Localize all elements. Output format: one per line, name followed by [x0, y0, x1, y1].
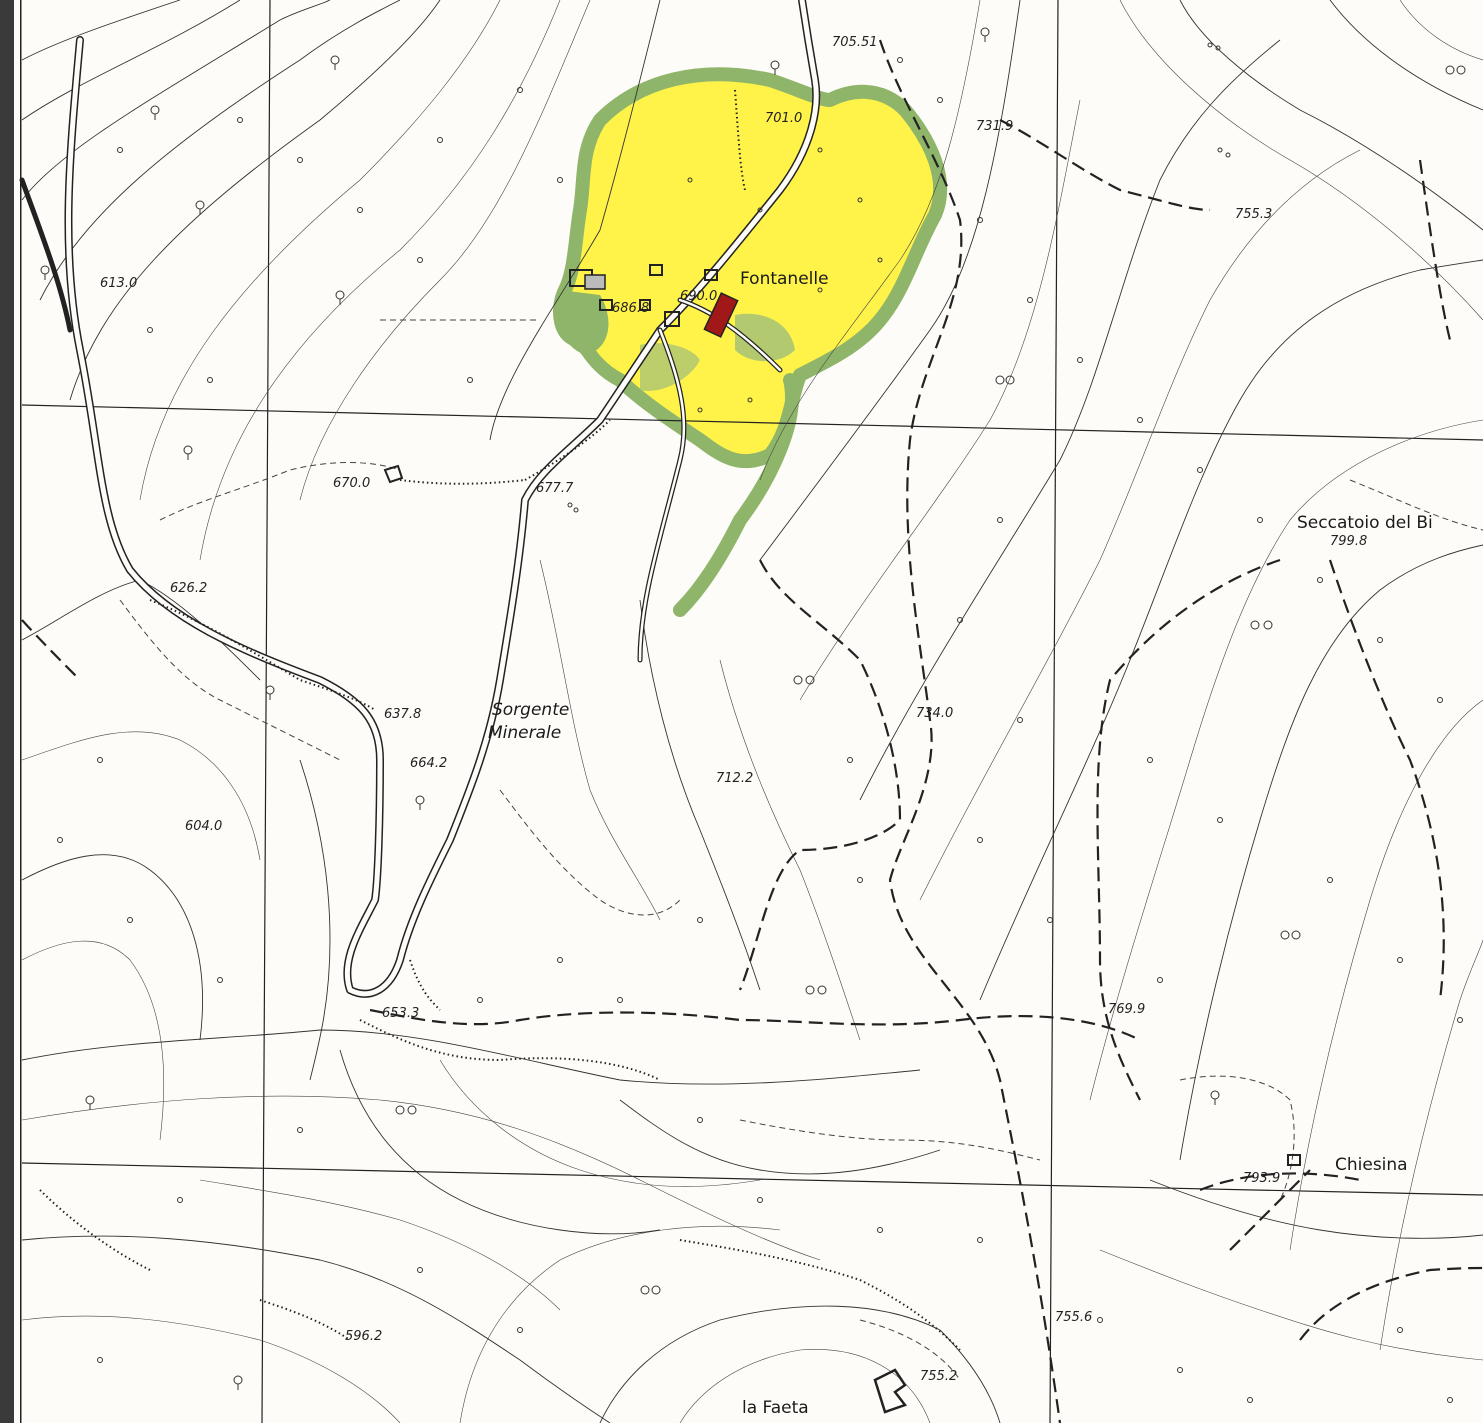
elevation-604: 604.0: [185, 819, 222, 834]
elevation-705: 705.51: [832, 35, 878, 50]
elevation-labels: 705.51 701.0 731.9 755.3 613.0 686.8 690…: [100, 35, 1367, 1384]
place-labels: Fontanelle Sorgente Minerale Seccatoio d…: [488, 269, 1433, 1418]
tree-icon: [1445, 65, 1466, 75]
elevation-670: 670.0: [333, 476, 370, 491]
main-road: [19, 0, 821, 998]
tree-icon: [415, 795, 425, 810]
tree-icon: [770, 60, 780, 75]
elevation-793: 793.9: [1243, 1171, 1280, 1186]
elevation-664: 664.2: [410, 756, 447, 771]
elevation-769: 769.9: [1108, 1002, 1145, 1017]
place-chiesina: Chiesina: [1335, 1155, 1408, 1175]
tree-icon: [335, 290, 345, 305]
tree-icon: [1210, 1090, 1220, 1105]
tree-icon: [330, 55, 340, 70]
place-fontanelle: Fontanelle: [740, 269, 829, 289]
tree-icon: [805, 985, 827, 995]
buildings: [383, 264, 1301, 1414]
map-frame-inner: [20, 0, 22, 1423]
elevation-799: 799.8: [1330, 534, 1367, 549]
elevation-686: 686.8: [612, 301, 649, 316]
tree-icon: [793, 675, 815, 685]
elevation-712: 712.2: [716, 771, 753, 786]
elevation-596: 596.2: [345, 1329, 382, 1344]
tree-icon: [40, 265, 50, 280]
tree-icon: [85, 1095, 95, 1110]
place-seccatoio: Seccatoio del Bi: [1297, 513, 1433, 533]
tree-icon: [980, 27, 990, 42]
elevation-653: 653.3: [382, 1006, 419, 1021]
place-sorgente: Sorgente: [492, 700, 569, 720]
tree-icon: [1250, 620, 1273, 630]
dotted-tracks: [39, 89, 961, 1351]
tree-icon: [233, 1375, 243, 1390]
map-grid: [21, 0, 1483, 1423]
tree-icon: [395, 1105, 417, 1115]
tree-icon: [640, 1285, 661, 1295]
elevation-613: 613.0: [100, 276, 137, 291]
elevation-755-6: 755.6: [1055, 1310, 1092, 1325]
dashed-tracks: [21, 39, 1483, 1423]
place-minerale: Minerale: [488, 723, 561, 743]
tree-icon: [995, 375, 1015, 385]
tree-icon: [265, 685, 275, 700]
tree-icon: [183, 445, 193, 460]
elevation-701: 701.0: [765, 111, 802, 126]
elevation-677: 677.7: [536, 481, 574, 496]
elevation-731: 731.9: [976, 119, 1013, 134]
map-frame-left: [0, 0, 14, 1423]
orchard-markers: [57, 42, 1463, 1403]
vegetation-symbols: [40, 27, 1466, 1390]
elevation-755-3: 755.3: [1235, 207, 1272, 222]
elevation-637: 637.8: [384, 707, 421, 722]
tree-icon: [195, 200, 205, 215]
elevation-626: 626.2: [170, 581, 207, 596]
place-la-faeta: la Faeta: [742, 1398, 809, 1418]
elevation-690: 690.0: [680, 289, 717, 304]
elevation-734: 734.0: [916, 706, 953, 721]
tree-icon: [150, 105, 160, 120]
tree-icon: [1280, 930, 1301, 940]
contour-lines: [21, 0, 1483, 1423]
elevation-755-2: 755.2: [920, 1369, 957, 1384]
